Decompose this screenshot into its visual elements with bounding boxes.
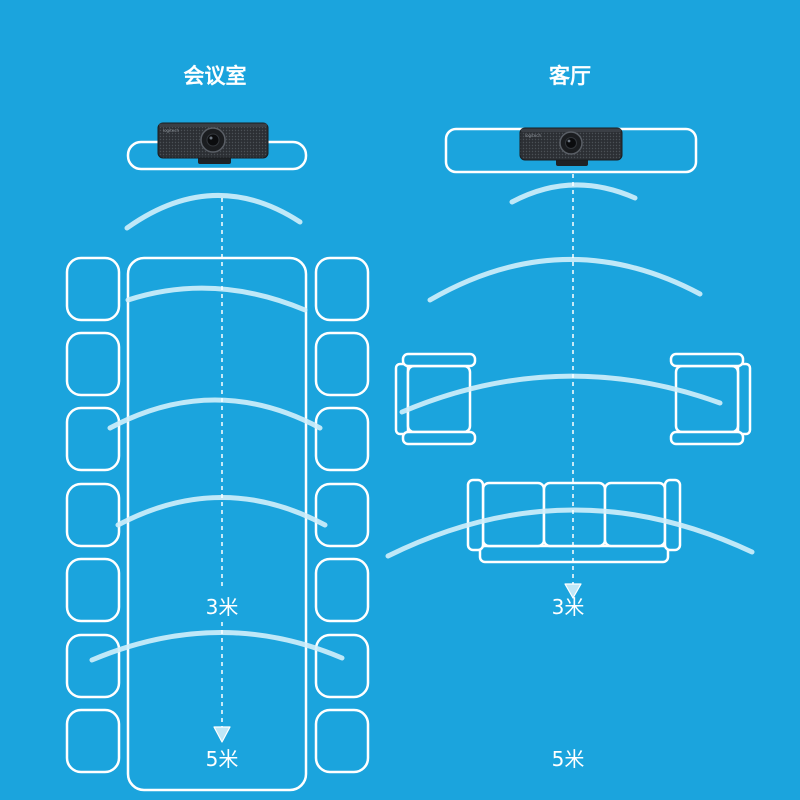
chair-left	[65, 406, 121, 472]
distance-label-mid: 3米	[552, 595, 585, 619]
chair-left	[65, 256, 121, 322]
chair-right	[314, 557, 370, 623]
coverage-wave	[125, 285, 308, 313]
armchair-arm	[401, 430, 477, 446]
brand-mark: logitech	[525, 133, 541, 138]
armchair-arm	[401, 352, 477, 368]
coverage-wave	[89, 630, 345, 663]
coverage-wave	[399, 373, 723, 415]
webcam-icon: logitech	[519, 127, 623, 166]
sofa-cushion	[542, 481, 607, 548]
panel-title: 会议室	[184, 64, 247, 88]
coverage-waves	[385, 182, 755, 559]
chair-right	[314, 708, 370, 774]
chair-left	[65, 708, 121, 774]
armchair-arm	[669, 430, 745, 446]
chair-right	[314, 633, 370, 699]
conference-table	[126, 256, 308, 792]
webcam-icon: logitech	[157, 122, 269, 164]
distance-label-far: 5米	[206, 747, 239, 771]
chair-left	[65, 331, 121, 397]
chair-left	[65, 633, 121, 699]
armchair-back	[394, 362, 410, 436]
chair-right	[314, 331, 370, 397]
conference-table-layout	[65, 256, 370, 792]
distance-label-far: 5米	[552, 747, 585, 771]
sofa-arm	[663, 478, 682, 552]
coverage-wave	[124, 192, 303, 231]
brand-mark: logitech	[163, 128, 179, 133]
webcam-top-edge	[521, 128, 621, 132]
arrow-down-icon	[213, 726, 231, 743]
coverage-wave	[427, 257, 703, 303]
sofa-back	[478, 544, 670, 564]
conference-room-panel: 会议室	[65, 64, 370, 792]
panel-title: 客厅	[549, 64, 591, 88]
chair-right	[314, 406, 370, 472]
coverage-wave	[107, 397, 323, 431]
webcam-lens	[565, 137, 577, 149]
chair-right	[314, 256, 370, 322]
webcam-top-edge	[159, 123, 267, 127]
sofa-arm	[466, 478, 485, 552]
chair-left	[65, 482, 121, 548]
arrow-down-icon	[564, 583, 582, 599]
distance-label-mid: 3米	[206, 595, 239, 619]
armchair-arm	[669, 352, 745, 368]
armchair-back	[736, 362, 752, 436]
chair-left	[65, 557, 121, 623]
living-room-panel: 客厅	[385, 64, 755, 771]
lens-highlight	[209, 136, 213, 140]
chair-right	[314, 482, 370, 548]
lens-highlight	[567, 139, 571, 143]
sofa	[466, 478, 682, 564]
webcam-lens	[206, 133, 220, 147]
coverage-wave	[385, 507, 755, 559]
